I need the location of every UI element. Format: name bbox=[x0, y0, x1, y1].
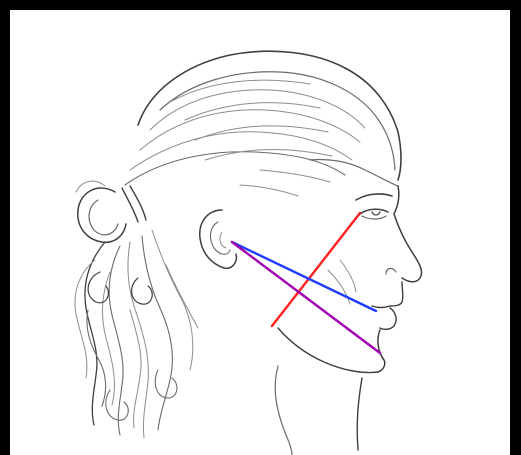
blue-line bbox=[232, 242, 376, 311]
hair-sketch bbox=[122, 51, 401, 222]
purple-line bbox=[232, 242, 380, 353]
head-profile-sketch bbox=[10, 10, 510, 455]
ear-sketch bbox=[200, 210, 237, 268]
